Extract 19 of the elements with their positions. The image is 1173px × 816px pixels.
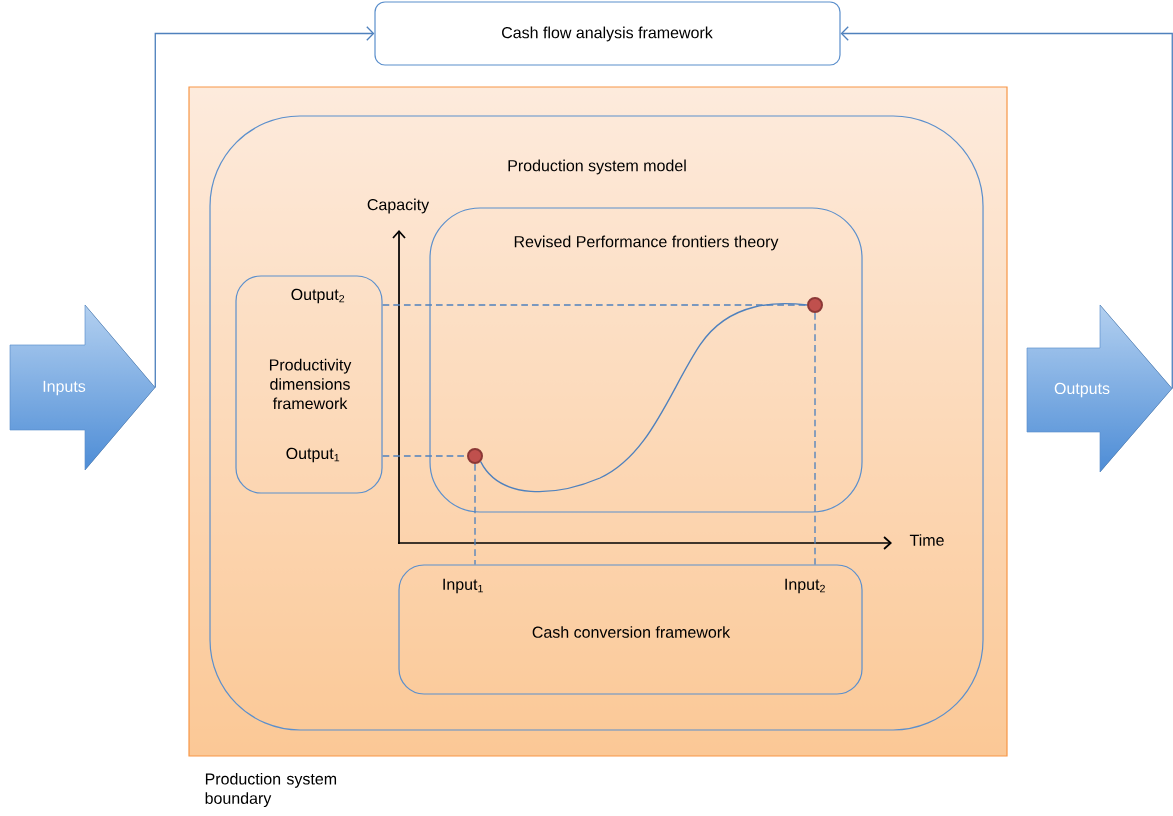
axis-label: Capacity bbox=[367, 198, 430, 214]
output-label: Output$_{1}$ bbox=[286, 447, 340, 463]
arrow bbox=[154, 26, 375, 389]
box-title: Production system model bbox=[508, 159, 686, 175]
input-label: Input$_{1}$ bbox=[443, 578, 483, 594]
output-label: Output$_{2}$ bbox=[291, 288, 345, 304]
arrow-label: Inputs bbox=[43, 380, 86, 396]
box-title: Cash flow analysis framework bbox=[502, 26, 713, 42]
region-label: Production system boundary bbox=[205, 772, 337, 808]
box-title: Cash conversion framework bbox=[532, 626, 731, 638]
box-title: Productivity dimensions framework bbox=[270, 358, 352, 410]
axis-label: Time bbox=[909, 534, 944, 546]
dashed-line bbox=[814, 312, 816, 566]
input-label: Input$_{2}$ bbox=[785, 578, 825, 594]
dashed-line bbox=[474, 463, 476, 566]
box-title: Revised Performance frontiers theory bbox=[514, 235, 779, 251]
dashed-line bbox=[381, 304, 808, 306]
curve bbox=[480, 303, 808, 493]
arrow-label: Outputs bbox=[1054, 382, 1110, 398]
